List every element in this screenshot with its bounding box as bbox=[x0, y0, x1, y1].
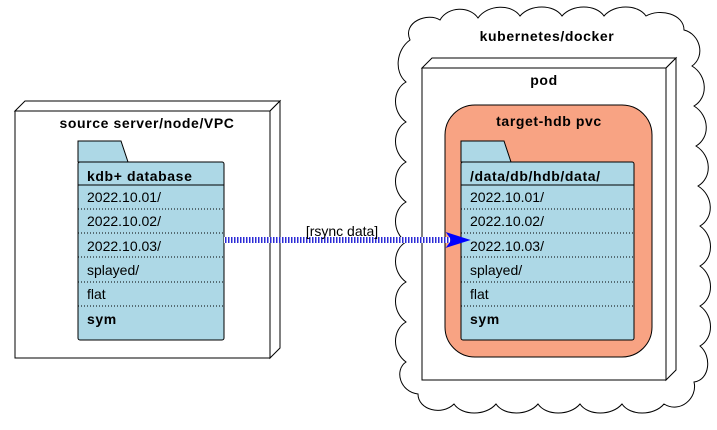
rsync-edge: [rsync data] bbox=[224, 223, 471, 248]
pod-label: pod bbox=[530, 72, 557, 88]
source-folder-item: 2022.10.02/ bbox=[87, 213, 161, 229]
pvc-label: target-hdb pvc bbox=[496, 113, 602, 129]
pod-box-top bbox=[420, 57, 678, 69]
target-folder-item: 2022.10.03/ bbox=[470, 238, 544, 254]
target-folder-item: flat bbox=[470, 286, 489, 302]
rsync-edge-label: [rsync data] bbox=[306, 223, 378, 239]
source-folder-title: kdb+ database bbox=[87, 168, 192, 184]
target-folder-body bbox=[460, 161, 635, 341]
target-folder-item: splayed/ bbox=[470, 262, 522, 278]
source-folder-item: sym bbox=[87, 311, 117, 327]
source-folder-item: splayed/ bbox=[87, 262, 139, 278]
source-node-label: source server/node/VPC bbox=[59, 115, 234, 131]
source-box-side bbox=[269, 99, 281, 360]
source-box-top bbox=[13, 100, 282, 112]
target-folder-item: 2022.10.02/ bbox=[470, 213, 544, 229]
rsync-edge-arrowhead bbox=[445, 232, 471, 248]
source-folder-item: flat bbox=[87, 286, 106, 302]
source-folder: kdb+ database 2022.10.01/ 2022.10.02/ 20… bbox=[77, 140, 225, 341]
target-folder: /data/db/hdb/data/ 2022.10.01/ 2022.10.0… bbox=[460, 140, 635, 341]
target-folder-title: /data/db/hdb/data/ bbox=[470, 168, 601, 184]
source-folder-item: 2022.10.01/ bbox=[87, 189, 161, 205]
rsync-edge-line bbox=[224, 237, 452, 243]
target-folder-item: sym bbox=[470, 311, 500, 327]
source-folder-item: 2022.10.03/ bbox=[87, 238, 161, 254]
cloud-label: kubernetes/docker bbox=[480, 28, 615, 44]
pod-box-side bbox=[665, 56, 677, 382]
target-folder-tab bbox=[460, 140, 512, 163]
source-folder-tab bbox=[77, 140, 129, 163]
source-folder-body bbox=[77, 161, 225, 341]
target-folder-item: 2022.10.01/ bbox=[470, 189, 544, 205]
